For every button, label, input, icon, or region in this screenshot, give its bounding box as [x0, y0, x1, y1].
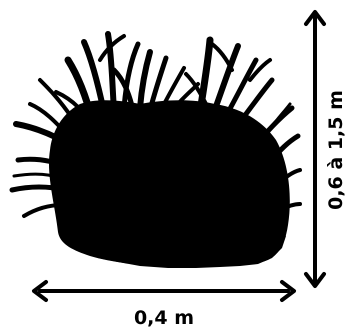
arrowhead-left-icon [32, 280, 48, 302]
arrowhead-right-icon [280, 280, 296, 302]
grass-clump-silhouette [9, 31, 302, 268]
height-dimension-arrow [304, 10, 326, 288]
width-dimension-arrow [32, 280, 296, 302]
height-label: 0,6 à 1,5 m [325, 90, 346, 210]
arrowhead-up-icon [304, 10, 326, 26]
arrowhead-down-icon [304, 272, 326, 288]
width-label: 0,4 m [134, 307, 194, 329]
